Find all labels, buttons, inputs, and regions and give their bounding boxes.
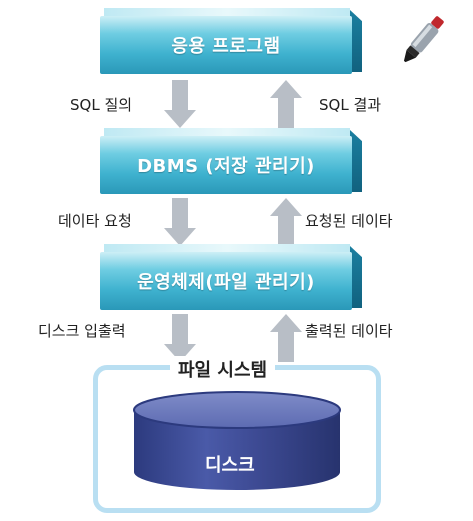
dbms-layer-box: DBMS (저장 관리기) [100, 136, 352, 194]
dbms-box-side [350, 130, 362, 192]
arrow-down-sql-query [164, 80, 196, 128]
file-system-title: 파일 시스템 [170, 356, 276, 382]
app-layer-label: 응용 프로그램 [171, 36, 281, 57]
dbms-layer-label: DBMS (저장 관리기) [137, 156, 315, 177]
app-box-side [350, 10, 362, 72]
arrow-up-output-data [270, 314, 302, 362]
disk-icon [133, 391, 341, 490]
arrow-down-data-request [164, 198, 196, 246]
pen-icon [403, 16, 444, 63]
app-layer-box: 응용 프로그램 [100, 16, 352, 74]
os-box-side [350, 246, 362, 308]
disk-io-label: 디스크 입출력 [38, 322, 126, 340]
output-data-label: 출력된 데이타 [305, 322, 393, 340]
os-box-top [104, 244, 350, 254]
requested-data-label: 요청된 데이타 [305, 212, 393, 230]
arrow-down-disk-io [164, 314, 196, 362]
arrow-up-requested-data [270, 198, 302, 246]
disk-label: 디스크 [205, 455, 255, 476]
sql-result-label: SQL 결과 [319, 96, 382, 114]
os-layer-box: 운영체제(파일 관리기) [100, 252, 352, 310]
dbms-box-top [104, 128, 350, 138]
app-box-top [104, 8, 350, 18]
arrow-up-sql-result [270, 80, 302, 128]
os-layer-label: 운영체제(파일 관리기) [137, 272, 315, 293]
data-request-label: 데이타 요청 [58, 212, 132, 230]
sql-query-label: SQL 질의 [70, 96, 133, 114]
